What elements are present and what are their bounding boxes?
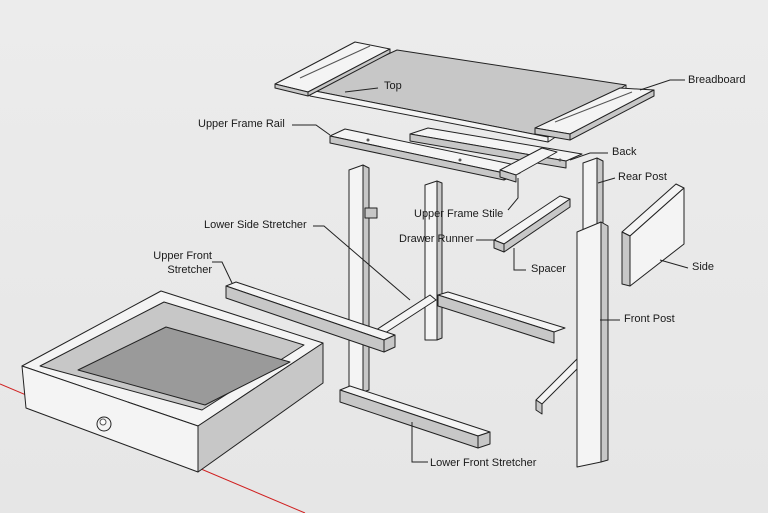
label-spacer: Spacer bbox=[531, 263, 566, 275]
drawer bbox=[21, 290, 324, 473]
upper-frame-rail bbox=[329, 128, 521, 181]
label-lower-front-stretcher: Lower Front Stretcher bbox=[430, 457, 537, 469]
breadboard-left bbox=[274, 41, 391, 97]
label-upper-front-stretcher-2: Stretcher bbox=[167, 264, 212, 276]
upper-front-stretcher bbox=[225, 281, 396, 353]
upper-frame-rail-leader bbox=[292, 124, 331, 136]
upper-front-stretcher-leader bbox=[212, 261, 233, 284]
label-upper-front-stretcher-1: Upper Front bbox=[153, 250, 212, 262]
label-upper-frame-stile: Upper Frame Stile bbox=[414, 208, 504, 220]
side-leader bbox=[659, 259, 689, 269]
lower-side-stretcher-leader bbox=[313, 225, 411, 301]
top-leader bbox=[344, 87, 379, 93]
label-side: Side bbox=[692, 261, 715, 273]
upper-frame-stile bbox=[499, 147, 558, 183]
upper-frame-stile-leader bbox=[507, 178, 519, 211]
breadboard-right bbox=[534, 87, 655, 141]
side-panel bbox=[621, 183, 685, 287]
drawer-runner bbox=[493, 195, 571, 253]
label-upper-frame-rail: Upper Frame Rail bbox=[198, 118, 285, 130]
lower-back-stretcher bbox=[437, 291, 566, 344]
left-rear-post bbox=[424, 180, 443, 341]
label-drawer-runner: Drawer Runner bbox=[399, 233, 474, 245]
right-front-post bbox=[576, 221, 609, 468]
lower-front-stretcher-leader bbox=[411, 422, 428, 463]
left-front-post bbox=[348, 164, 378, 393]
label-rear-post: Rear Post bbox=[618, 171, 667, 183]
label-back: Back bbox=[612, 146, 637, 158]
label-top: Top bbox=[384, 80, 402, 92]
label-lower-side-stretcher: Lower Side Stretcher bbox=[204, 219, 307, 231]
breadboard-leader bbox=[639, 79, 685, 91]
label-front-post: Front Post bbox=[624, 313, 675, 325]
lower-front-stretcher-part bbox=[339, 385, 491, 449]
back-leader bbox=[569, 152, 608, 161]
label-breadboard: Breadboard bbox=[688, 74, 746, 86]
spacer-leader bbox=[513, 248, 526, 271]
rear-post-leader bbox=[597, 177, 616, 184]
